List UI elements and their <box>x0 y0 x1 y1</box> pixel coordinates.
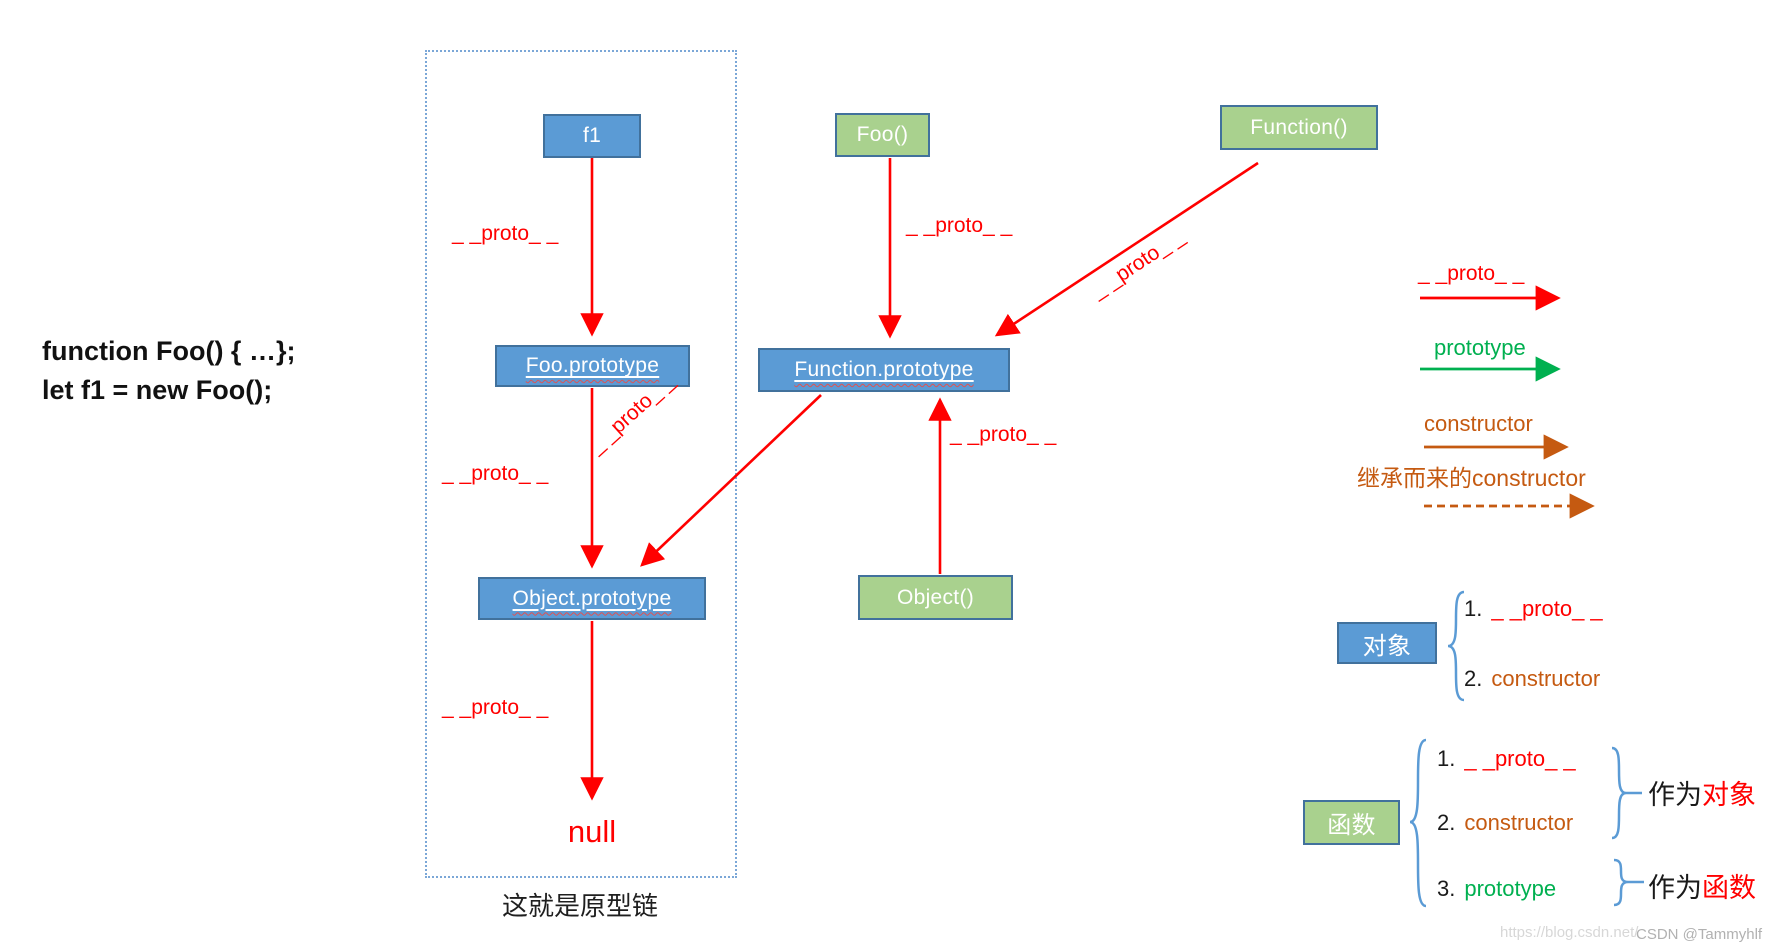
watermark-url: https://blog.csdn.net/ <box>1500 924 1639 941</box>
object-prop-constructor: 2. constructor <box>1464 666 1600 692</box>
object-prop-proto-num: 1. <box>1464 596 1483 621</box>
node-f1-label: f1 <box>582 124 602 147</box>
as-function-term: 函数 <box>1702 873 1756 903</box>
code-snippet: function Foo() { …}; let f1 = new Foo(); <box>42 332 295 410</box>
object-summary-box-label: 对象 <box>1362 632 1412 660</box>
as-function-brace <box>1613 858 1629 907</box>
node-function-constructor-label: Function() <box>1250 115 1348 139</box>
object-prop-constructor-num: 2. <box>1464 666 1483 691</box>
as-function-annotation: 作为函数 <box>1648 866 1756 905</box>
function-prop-prototype-num: 3. <box>1437 876 1456 901</box>
chain-caption: 这就是原型链 <box>501 891 658 921</box>
watermark-handle: CSDN @Tammyhlf <box>1636 926 1763 943</box>
object-section-brace <box>1447 590 1465 702</box>
code-line-2: let f1 = new Foo(); <box>42 375 273 405</box>
node-function-constructor: Function() <box>1220 105 1378 150</box>
function-prop-constructor-num: 2. <box>1437 810 1456 835</box>
as-object-brace <box>1611 746 1627 840</box>
legend-constructor-label: constructor <box>1424 411 1533 436</box>
proto-label-function-edge: _ _proto_ _ <box>1087 224 1189 303</box>
function-prop-constructor: 2. constructor <box>1437 810 1573 836</box>
object-prop-constructor-label: constructor <box>1491 666 1601 691</box>
node-object-prototype-label: Object.prototype <box>512 586 672 610</box>
node-foo-prototype-label-wrap: Foo.prototype <box>526 354 659 378</box>
function-prop-prototype: 3. prototype <box>1437 876 1556 902</box>
node-object-prototype: Object.prototype <box>478 577 706 620</box>
proto-label-f1-edge: _ _proto_ _ <box>452 222 559 245</box>
function-prop-proto-num: 1. <box>1437 746 1456 771</box>
as-object-prefix: 作为 <box>1648 780 1702 810</box>
proto-label-objectproto-edge: _ _proto_ _ <box>442 696 549 719</box>
node-foo-function: Foo() <box>835 113 930 157</box>
proto-label-foo-edge: _ _proto_ _ <box>906 214 1013 237</box>
as-function-prefix: 作为 <box>1648 873 1702 903</box>
node-f1: f1 <box>543 114 641 158</box>
function-prop-proto-label: _ _proto_ _ <box>1464 746 1576 771</box>
legend-inherited-constructor-label: 继承而来的constructor <box>1357 465 1586 491</box>
node-object-prototype-label-wrap: Object.prototype <box>513 587 672 611</box>
proto-label-fooproto-edge: _ _proto_ _ <box>442 462 549 485</box>
node-object-constructor: Object() <box>858 575 1013 620</box>
node-foo-prototype-label: Foo.prototype <box>525 354 660 377</box>
code-line-1: function Foo() { …}; <box>42 336 296 366</box>
object-prop-proto-label: _ _proto_ _ <box>1491 596 1603 621</box>
node-foo-function-label: Foo() <box>856 123 909 146</box>
object-summary-box: 对象 <box>1337 622 1437 664</box>
node-function-prototype: Function.prototype <box>758 348 1010 392</box>
as-object-term: 对象 <box>1702 780 1756 810</box>
as-object-annotation: 作为对象 <box>1648 773 1756 812</box>
legend-proto-label: _ _proto_ _ <box>1418 262 1525 285</box>
proto-label-object-edge: _ _proto_ _ <box>950 423 1057 446</box>
node-function-prototype-label-wrap: Function.prototype <box>794 358 973 382</box>
function-section-brace <box>1409 738 1427 908</box>
legend-prototype-label: prototype <box>1434 335 1526 360</box>
function-summary-box: 函数 <box>1303 800 1400 845</box>
node-foo-prototype: Foo.prototype <box>495 345 690 387</box>
function-prop-constructor-label: constructor <box>1464 810 1574 835</box>
arrow-function-to-function-prototype <box>994 161 1259 337</box>
node-function-prototype-label: Function.prototype <box>794 358 974 381</box>
node-object-constructor-label: Object() <box>896 585 975 609</box>
function-prop-proto: 1. _ _proto_ _ <box>1437 746 1576 772</box>
function-summary-box-label: 函数 <box>1327 812 1376 839</box>
null-terminal-label: null <box>567 814 617 849</box>
object-prop-proto: 1. _ _proto_ _ <box>1464 596 1603 622</box>
function-prop-prototype-label: prototype <box>1464 876 1557 901</box>
